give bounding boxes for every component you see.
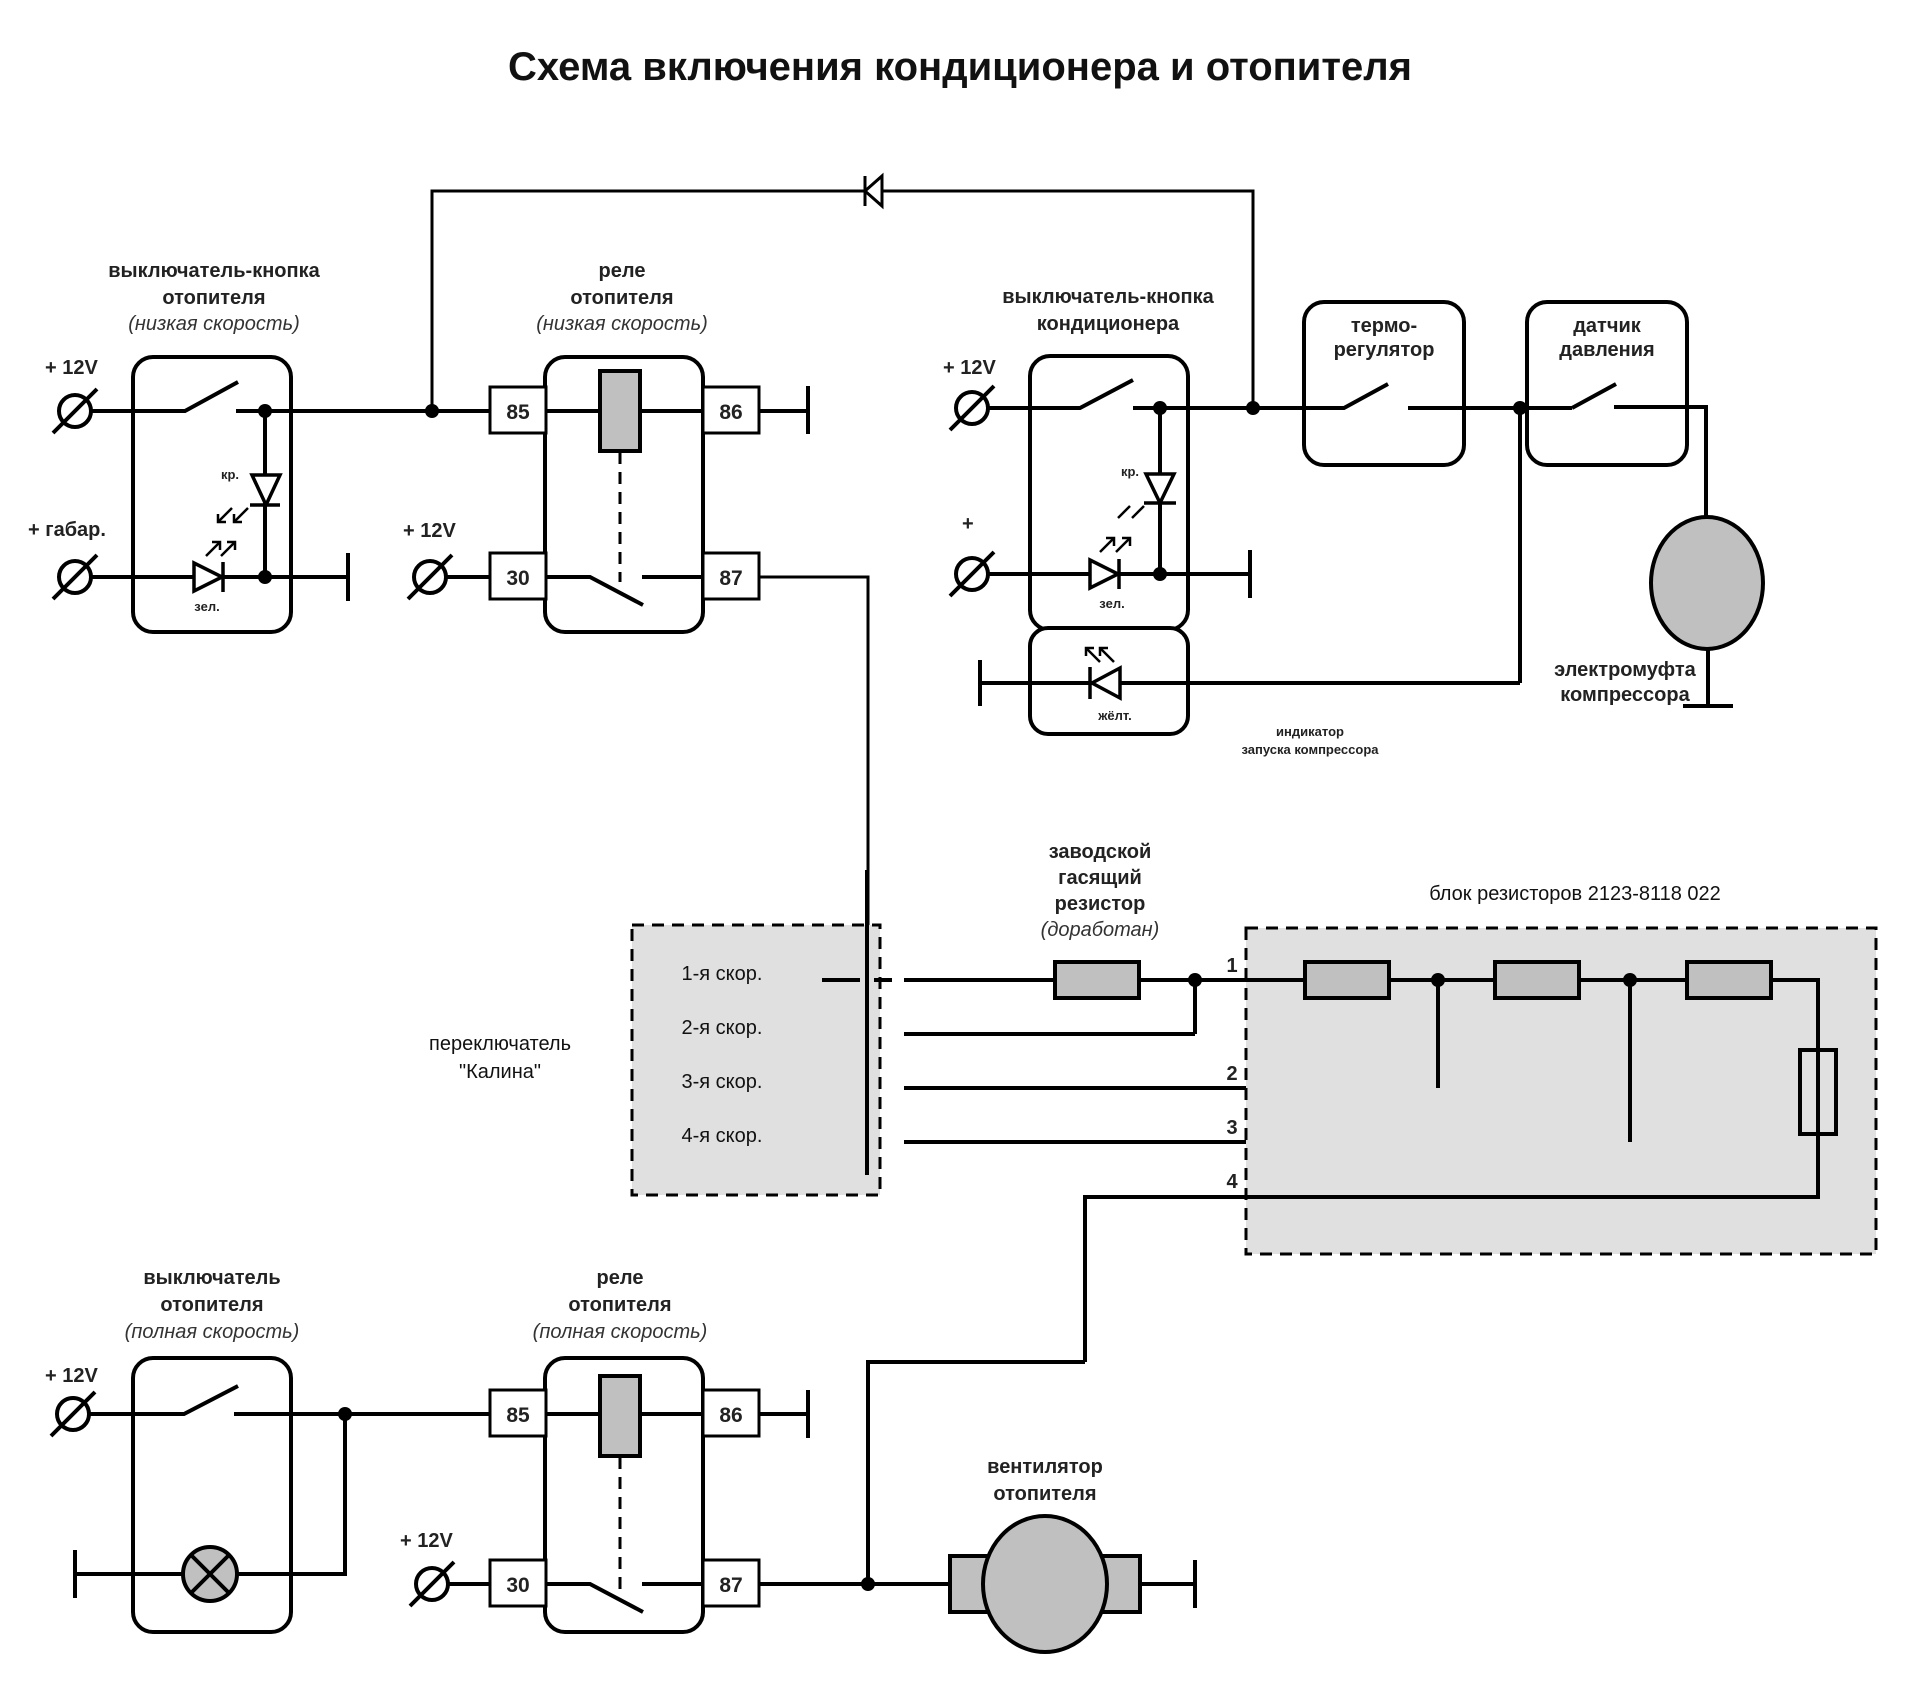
pin-85: 85 — [506, 1404, 530, 1427]
heater-button-low-label-2: отопителя — [162, 287, 265, 309]
pin-85: 85 — [506, 401, 530, 424]
ac-supply-label: + 12V — [943, 357, 996, 379]
heater-relay-full: реле отопителя (полная скорость) 85 86 +… — [400, 1267, 1085, 1634]
terminal-icon — [948, 384, 996, 432]
heater-switch-full: выключатель отопителя (полная скорость) … — [45, 1267, 490, 1634]
terminal-4-label: 4 — [1226, 1171, 1238, 1193]
relay-low-supply-label: + 12V — [403, 520, 456, 542]
pin-87: 87 — [719, 1574, 742, 1597]
pressure-sensor-label-1: датчик — [1573, 315, 1642, 337]
thermostat: термо- регулятор — [1253, 300, 1574, 683]
factory-resistor-label-1: заводской — [1049, 841, 1152, 863]
led-yellow-label: жёлт. — [1097, 708, 1132, 723]
terminal-2-label: 2 — [1226, 1063, 1237, 1085]
led-red-icon — [216, 473, 283, 524]
terminal-icon — [948, 550, 996, 598]
pin-87: 87 — [719, 567, 742, 590]
heater-relay-low: реле отопителя (низкая скорость) 85 86 +… — [403, 260, 870, 1175]
fan-label-2: отопителя — [993, 1483, 1096, 1505]
ac-button: выключатель-кнопка кондиционера + 12V + … — [943, 286, 1520, 757]
light-arrows-icon — [1117, 505, 1145, 519]
terminal-icon — [51, 553, 99, 601]
terminal-icon — [406, 553, 454, 601]
heater-switch-full-note: (полная скорость) — [125, 1321, 300, 1343]
speed-position-4[interactable]: 4-я скор. — [682, 1125, 763, 1147]
resistor-icon — [1493, 960, 1581, 1000]
parking-light-label: + габар. — [28, 519, 106, 541]
relay-coil — [598, 369, 642, 453]
indicator-label-2: запуска компрессора — [1241, 742, 1379, 757]
pin-30: 30 — [506, 1574, 529, 1597]
resistor-block: блок резисторов 2123-8118 022 1 2 3 4 — [1083, 883, 1878, 1362]
resistor-block-label: блок резисторов 2123-8118 022 — [1429, 883, 1721, 905]
resistor-icon — [1685, 960, 1773, 1000]
relay-low-label-2: отопителя — [570, 287, 673, 309]
led-green-icon — [192, 540, 237, 594]
factory-resistor: заводской гасящий резистор (доработан) — [1041, 841, 1305, 1034]
relay-low-label-1: реле — [599, 260, 646, 282]
pin-86: 86 — [719, 1404, 742, 1427]
terminal-1-label: 1 — [1226, 955, 1237, 977]
heater-fan: вентилятор отопителя — [948, 1456, 1197, 1654]
led-red-icon — [1143, 472, 1177, 508]
pressure-sensor-label-2: давления — [1559, 339, 1654, 361]
terminal-icon — [49, 1390, 97, 1438]
terminal-icon — [51, 387, 99, 435]
button-body — [131, 355, 293, 634]
relay-full-label-1: реле — [597, 1267, 644, 1289]
pressure-sensor: датчик давления — [1520, 300, 1708, 518]
thermostat-label-1: термо- — [1351, 315, 1417, 337]
led-red-label: кр. — [1121, 464, 1139, 479]
factory-resistor-label-3: резистор — [1055, 893, 1146, 915]
indicator-label-1: индикатор — [1276, 724, 1344, 739]
speed-position-1[interactable]: 1-я скор. — [682, 963, 763, 985]
led-red-label: кр. — [221, 467, 239, 482]
terminal-icon — [408, 1560, 456, 1608]
supply-label: + 12V — [45, 1365, 98, 1387]
supply-label: + 12V — [45, 357, 98, 379]
relay-full-label-2: отопителя — [568, 1294, 671, 1316]
heater-button-low-label-1: выключатель-кнопка — [108, 260, 320, 282]
led-green-icon — [1088, 536, 1132, 591]
pin-30: 30 — [506, 567, 529, 590]
resistor-icon — [1053, 960, 1141, 1000]
clutch-coil-icon — [1649, 515, 1765, 651]
thermal-fuse-icon — [1798, 1048, 1838, 1136]
led-green-label: зел. — [1099, 596, 1124, 611]
diode-icon — [862, 172, 884, 210]
relay-coil — [598, 1374, 642, 1458]
resistor-icon — [1303, 960, 1391, 1000]
led-yellow-icon — [1084, 646, 1122, 701]
speed-switch-label-2: "Калина" — [459, 1061, 541, 1083]
relay-low-note: (низкая скорость) — [536, 313, 708, 335]
relay-full-supply-label: + 12V — [400, 1530, 453, 1552]
heater-button-low-note: (низкая скорость) — [128, 313, 300, 335]
factory-resistor-note: (доработан) — [1041, 919, 1160, 941]
speed-position-3[interactable]: 3-я скор. — [682, 1071, 763, 1093]
speed-position-2[interactable]: 2-я скор. — [682, 1017, 763, 1039]
pin-86: 86 — [719, 401, 742, 424]
clutch-label-2: компрессора — [1560, 684, 1690, 706]
fan-label-1: вентилятор — [987, 1456, 1103, 1478]
relay-full-note: (полная скорость) — [533, 1321, 708, 1343]
heater-switch-full-label-1: выключатель — [143, 1267, 280, 1289]
lamp-icon — [181, 1545, 239, 1603]
fan-motor-icon — [948, 1514, 1142, 1654]
compressor-clutch: электромуфта компрессора — [1554, 515, 1765, 708]
feedback-line — [430, 172, 1255, 412]
clutch-label-1: электромуфта — [1554, 659, 1697, 681]
ac-plus-label: + — [962, 513, 974, 535]
diagram-title: Схема включения кондиционера и отопителя — [508, 45, 1412, 89]
factory-resistor-label-2: гасящий — [1058, 867, 1142, 889]
thermostat-label-2: регулятор — [1334, 339, 1435, 361]
terminal-3-label: 3 — [1226, 1117, 1237, 1139]
ac-button-label-1: выключатель-кнопка — [1002, 286, 1214, 308]
heater-button-low: выключатель-кнопка отопителя (низкая ско… — [28, 260, 439, 634]
ac-button-label-2: кондиционера — [1037, 313, 1180, 335]
heater-switch-full-label-2: отопителя — [160, 1294, 263, 1316]
led-green-label: зел. — [194, 599, 219, 614]
speed-switch-label-1: переключатель — [429, 1033, 571, 1055]
